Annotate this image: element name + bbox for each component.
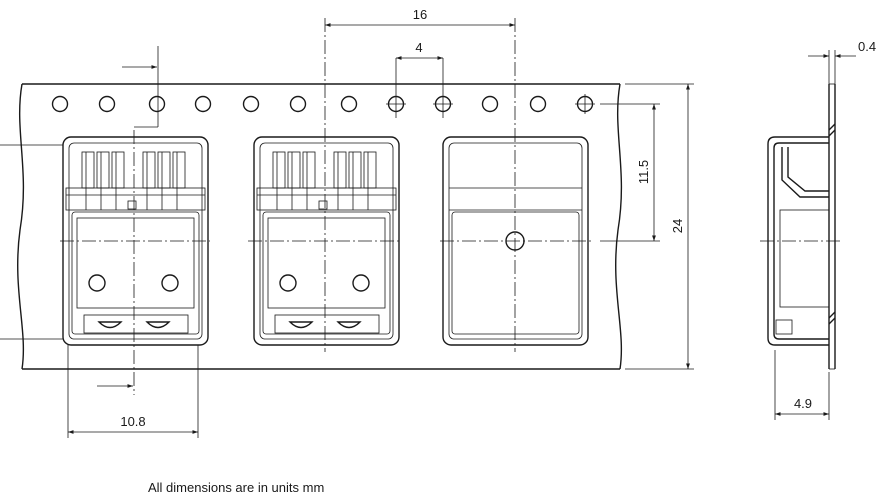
dim-tape-width-label: 24 — [670, 219, 685, 233]
reference-arrows — [0, 46, 159, 388]
dim-thickness-label: 0.4 — [858, 39, 876, 54]
dim-tape-width: 24 — [625, 83, 694, 370]
tape-outline — [17, 83, 623, 370]
dim-sprocket-pitch: 4 — [396, 40, 443, 60]
dim-hole-offset-label: 11.5 — [636, 160, 651, 184]
dim-pitch-label: 16 — [413, 7, 427, 22]
dim-thickness: 0.4 — [808, 39, 876, 84]
dim-pocket-depth-label: 4.9 — [794, 396, 812, 411]
dim-pocket-width: 10.8 — [67, 345, 199, 438]
units-note: All dimensions are in units mm — [148, 480, 325, 495]
dim-pitch: 16 — [325, 7, 515, 27]
dim-pocket-width-label: 10.8 — [120, 414, 145, 429]
center-lines — [60, 18, 592, 395]
dim-hole-offset: 11.5 — [600, 103, 660, 242]
side-view — [760, 83, 840, 370]
sprocket-holes — [51, 94, 595, 114]
dim-pocket-depth: 4.9 — [774, 350, 830, 420]
dim-sprocket-pitch-label: 4 — [415, 40, 422, 55]
